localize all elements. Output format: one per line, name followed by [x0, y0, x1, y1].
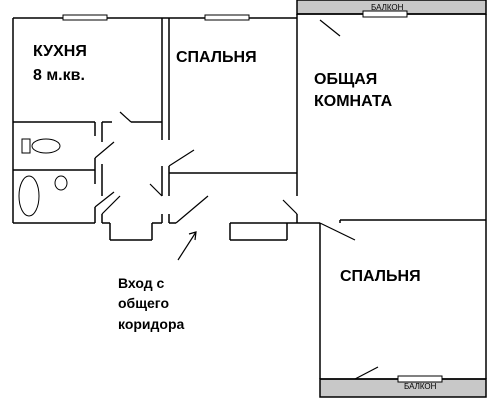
bathtub — [18, 175, 40, 217]
common-room-line2: КОМНАТА — [314, 93, 393, 110]
entrance-arrow — [177, 231, 197, 261]
entrance-line1: Вход с — [118, 275, 165, 291]
kitchen-name: КУХНЯ — [33, 43, 87, 60]
kitchen-area: 8 м.кв. — [33, 67, 85, 84]
toilet-tank — [21, 138, 31, 154]
balcony-top-label: БАЛКОН — [371, 3, 404, 12]
bathroom-fixtures — [18, 138, 68, 217]
sink — [54, 175, 68, 191]
entrance-line2: общего — [118, 295, 169, 311]
bedroom-top-name: СПАЛЬНЯ — [176, 49, 257, 66]
windows — [62, 10, 443, 383]
entrance-line3: коридора — [118, 316, 185, 332]
balcony-bottom-label: БАЛКОН — [404, 382, 437, 391]
doors — [94, 19, 379, 380]
common-room-line1: ОБЩАЯ — [314, 71, 377, 88]
walls — [12, 13, 487, 380]
toilet-bowl — [31, 138, 61, 154]
bedroom-bottom-name: СПАЛЬНЯ — [340, 268, 421, 285]
